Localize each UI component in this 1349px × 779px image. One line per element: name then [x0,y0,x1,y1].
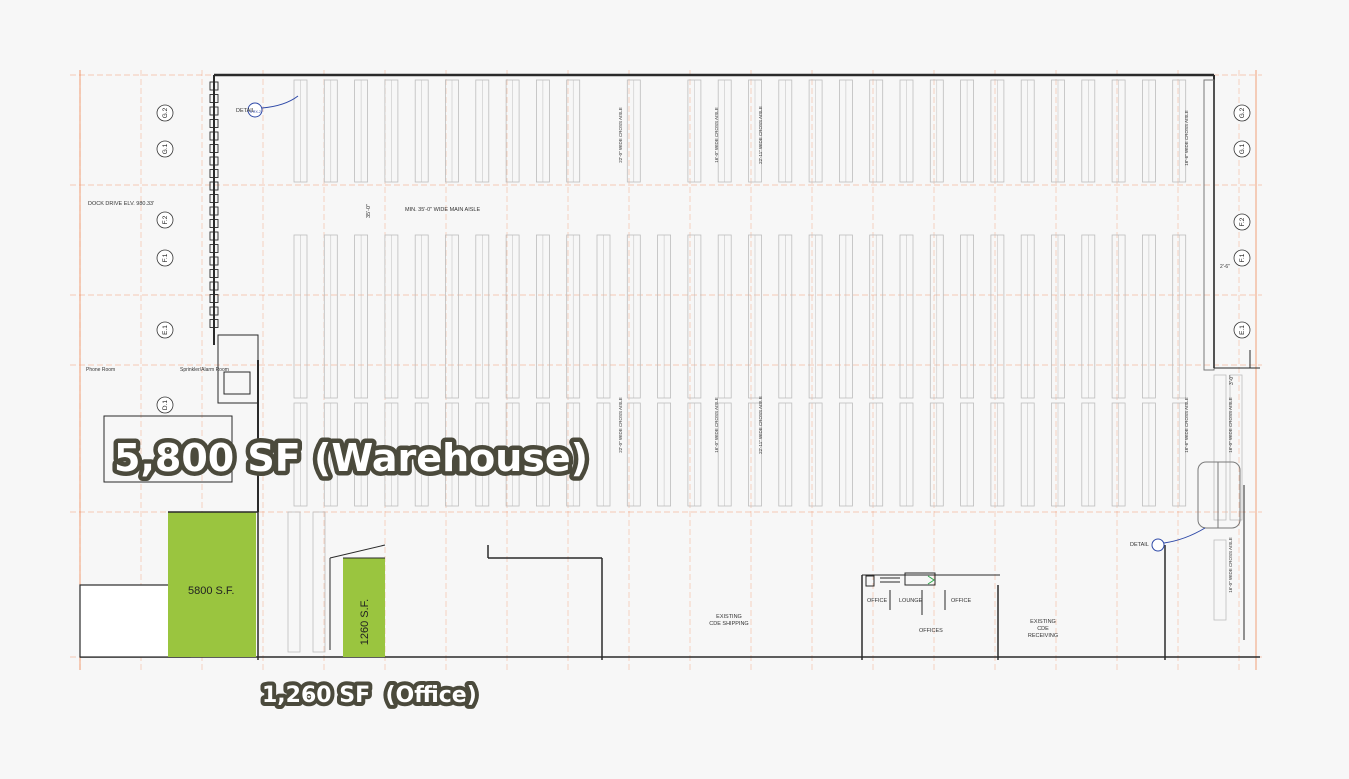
dock-door [209,244,219,253]
dock-door [209,194,219,203]
plan-annotations: DOCK DRIVE ELV. 980.33' MIN. 35'-0" WIDE… [86,106,1235,639]
cross-aisle-right-mid-1: 16'-6" WIDE CROSS AISLE [1184,397,1189,452]
detail-top-ref: 5 RX-2 [250,110,261,114]
cross-aisle-top-2: 16'-0" WIDE CROSS AISLE [714,107,719,162]
cross-aisle-right-mid-2: 16'-0" WIDE CROSS AISLE [1228,397,1233,452]
cross-aisle-right-top: 16'-6" WIDE CROSS AISLE [1184,110,1189,165]
grid-bubble-label: G.2 [1239,107,1246,118]
dock-door [209,206,219,216]
dock-doors [209,81,219,328]
dock-door [209,106,219,116]
office-overlay-label: 1,260 SF (Office) [262,683,477,708]
grid-bubbles-right: G.2G.1F.2F.1E.1 [1233,104,1251,339]
grid-bubble-label: G.2 [162,107,169,118]
aisle-dimension: 35'-0" [366,204,372,218]
grid-bubble-label: F.1 [1239,253,1246,262]
existing-shipping-label: CDE SHIPPING [709,621,748,627]
existing-receiving-label: EXISTING [1030,619,1056,625]
existing-shipping-line1: EXISTING [716,614,742,620]
dock-door [209,256,219,266]
warehouse-overlay-label: 5,800 SF (Warehouse) [114,436,588,480]
detail-right-label: DETAIL [1130,542,1149,548]
grid-bubble-label: E.1 [162,325,169,335]
existing-receiving-line3: RECEIVING [1028,633,1058,639]
warehouse-highlight-area [168,512,256,657]
cross-aisle-top-1: 22'-0" WIDE CROSS AISLE [618,107,623,162]
rack-row-right [1213,374,1227,521]
lounge-label: LOUNGE [899,598,923,604]
offices-label: OFFICES [919,628,943,634]
grid-bubble-label: F.1 [162,253,169,262]
cross-aisle-right-low: 16'-0" WIDE CROSS AISLE [1228,537,1233,592]
dock-door [209,219,219,228]
dock-door [209,319,219,328]
dock-door [209,181,219,191]
rack-row-right [1213,539,1227,621]
grid-bubble [1233,104,1251,122]
dimension-right-2: 3'-0" [1229,375,1235,385]
grid-bubble [156,211,174,229]
grid-bubbles-left: G.2G.1F.2F.1E.1D.1 [156,104,174,414]
rack-row-lower [287,511,301,653]
grid-bubble [156,396,174,414]
office-2-label: OFFICE [951,598,971,604]
main-aisle-note: MIN. 35'-0" WIDE MAIN AISLE [405,207,480,213]
grid-bubble-label: F.2 [162,215,169,224]
storage-rack-rows [287,79,1243,653]
rack-row-right [1229,374,1243,521]
right-structures [1197,79,1260,640]
dock-door [209,294,219,303]
detail-marker-top: DETAIL 5 RX-2 [236,95,299,118]
dock-door [209,306,219,316]
warehouse-area-label: 5800 S.F. [188,585,234,597]
grid-bubble [156,140,174,158]
dock-drive-elevation: DOCK DRIVE ELV. 980.33' [88,201,154,207]
grid-bubble [156,249,174,267]
existing-receiving-line2: CDE [1037,626,1049,632]
office-stair [865,572,946,615]
grid-bubble [156,321,174,339]
grid-bubble [1233,140,1251,158]
grid-bubble-label: G.1 [1239,143,1246,154]
cross-aisle-bottom-1: 22'-0" WIDE CROSS AISLE [618,397,623,452]
grid-bubble-label: G.1 [162,143,169,154]
phone-room-label: Phone Room [86,367,115,373]
building-walls [80,73,1260,660]
dock-door [209,156,219,166]
grid-bubble-label: E.1 [1239,325,1246,335]
dock-door [209,94,219,103]
grid-bubble-label: D.1 [162,400,169,411]
cross-aisle-top-3: 22'-11" WIDE CROSS AISLE [758,106,763,164]
grid-bubble [1233,249,1251,267]
office-1-label: OFFICE [867,598,887,604]
cross-aisle-bottom-2: 16'-0" WIDE CROSS AISLE [714,397,719,452]
grid-bubble-label: F.2 [1239,217,1246,226]
dock-door [209,169,219,178]
dock-door [209,144,219,153]
sprinkler-room-label: Sprinkler/Alarm Room [180,367,229,373]
office-area-label: 1260 S.F. [359,599,371,645]
dock-door [209,281,219,291]
grid-bubble [156,104,174,122]
cross-aisle-bottom-3: 22'-11" WIDE CROSS AISLE [758,396,763,454]
dock-door [209,131,219,141]
dock-door [209,269,219,278]
detail-top-label: DETAIL [236,108,255,114]
grid-bubble [1233,213,1251,231]
dock-door [209,81,219,91]
dock-door [209,119,219,128]
office-highlight-area [343,558,385,657]
dimension-right-1: 2'-6" [1220,264,1230,270]
grid-bubble [1233,321,1251,339]
dock-door [209,231,219,241]
rack-row-lower [312,511,326,653]
detail-marker-right: DETAIL [1130,527,1206,552]
